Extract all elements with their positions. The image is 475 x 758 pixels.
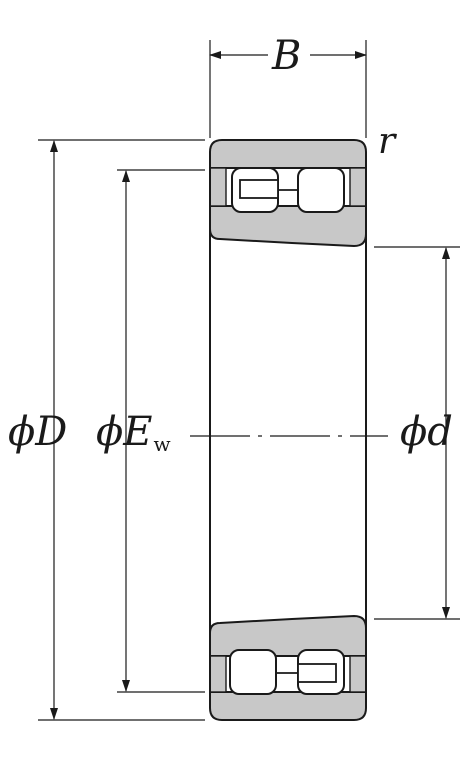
bearing-side-lines	[209, 168, 367, 692]
roller-right-top	[297, 167, 345, 213]
inner-ring-bottom	[209, 614, 367, 657]
roller-diameter-symbol: ϕE	[96, 409, 153, 455]
bottom-bearing-section	[209, 614, 367, 721]
roller-diameter-label: ϕEw	[96, 412, 171, 454]
outer-rib-left-top	[209, 167, 227, 207]
cage-bottom	[297, 663, 337, 683]
outer-rib-left-bottom	[209, 655, 227, 693]
width-label: B	[272, 33, 302, 79]
dimension-lines	[50, 51, 450, 720]
roller-diameter-subscript: w	[153, 432, 171, 456]
chamfer-label: r	[378, 121, 396, 162]
outer-diameter-label: ϕD	[8, 409, 68, 455]
inner-ring-top	[209, 205, 367, 248]
outer-rib-right-bottom	[349, 655, 367, 693]
roller-left-bottom	[229, 649, 277, 695]
bore-diameter-label: ϕd	[400, 409, 453, 455]
outer-rib-right-top	[349, 167, 367, 207]
outer-ring-top	[209, 139, 367, 169]
top-bearing-section	[209, 139, 367, 248]
cage-top	[239, 179, 279, 199]
outer-ring-bottom	[209, 691, 367, 721]
